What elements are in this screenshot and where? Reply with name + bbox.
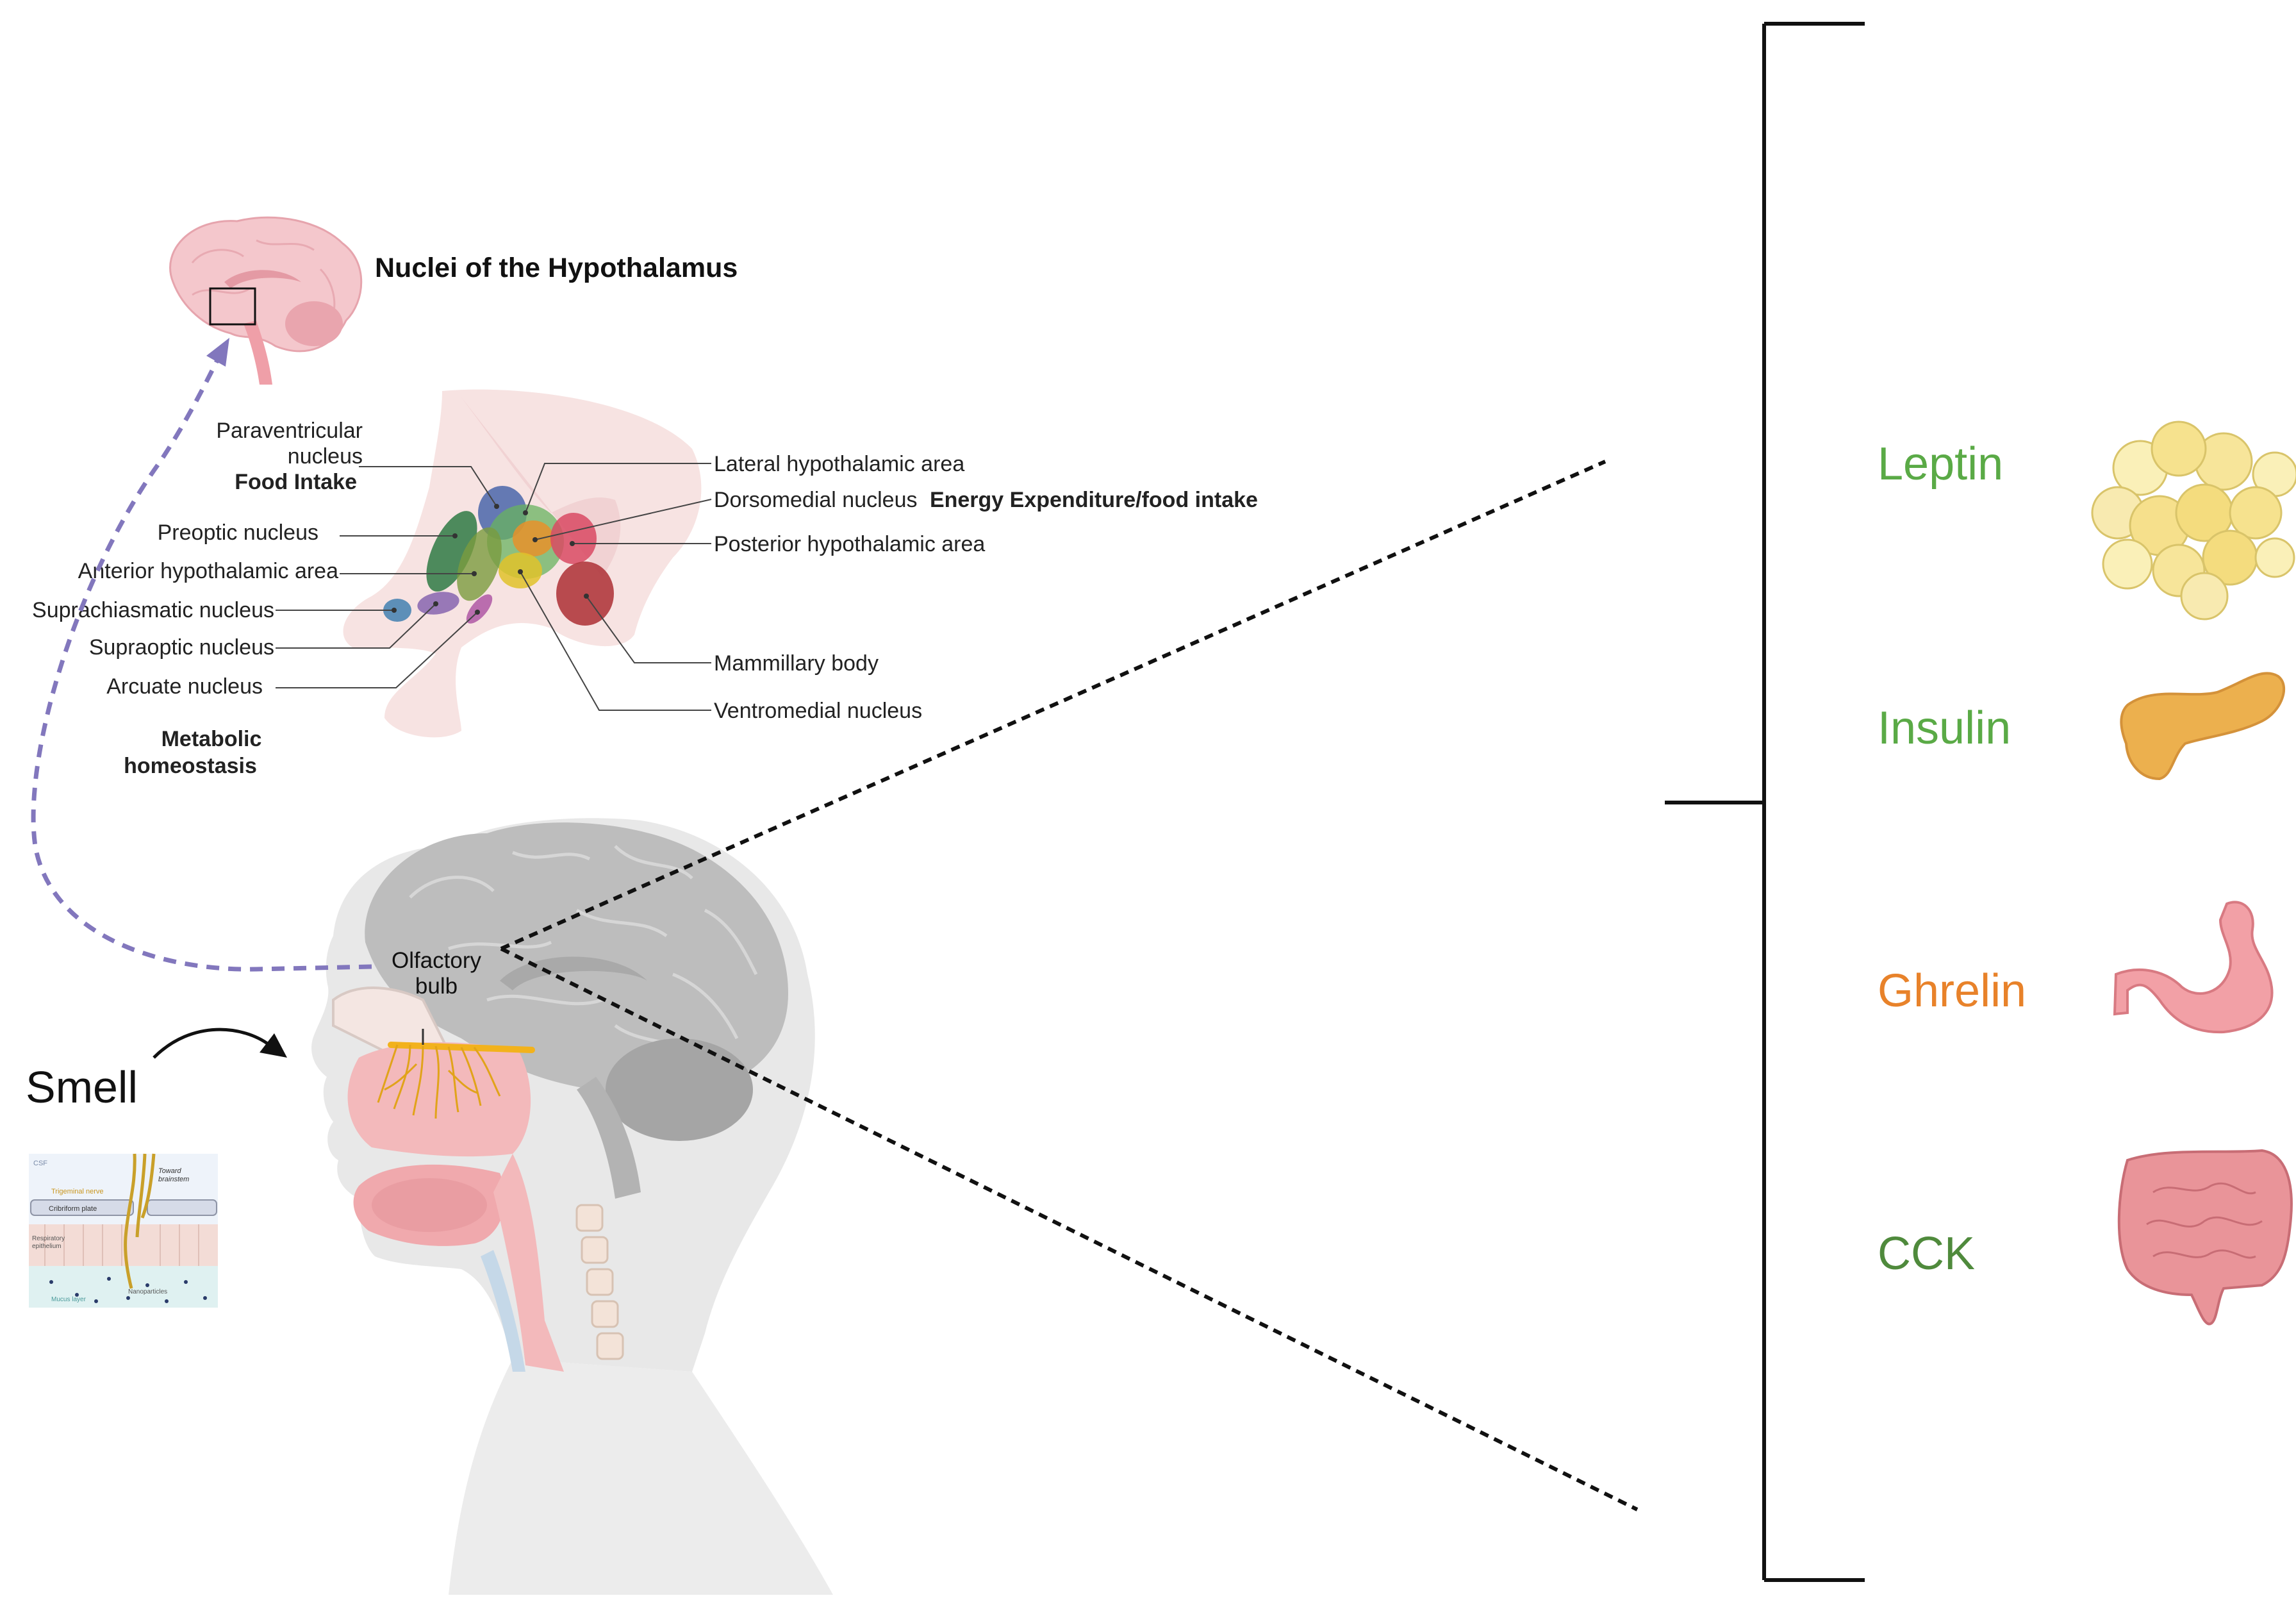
brain-icon (169, 216, 363, 385)
label-ventromedial: Ventromedial nucleus (714, 699, 922, 723)
hypothalamus-illustration (343, 389, 702, 738)
olfactory-nerve-icon (377, 1029, 535, 1119)
suprachiasmatic-nucleus-blob (383, 599, 411, 622)
hormone-ghrelin: Ghrelin (1878, 965, 2026, 1017)
posterior-hypothalamic-area-blob (550, 513, 597, 564)
olfactory-label: Olfactory (392, 948, 482, 973)
label-arcuate: Arcuate nucleus (106, 674, 263, 699)
label-anterior-hypothalamic: Anterior hypothalamic area (78, 559, 338, 583)
smell-label: Smell (26, 1062, 138, 1112)
olfactory-epithelium-inset: CSF Trigeminal nerve Toward brainstem Cr… (29, 1153, 218, 1308)
note-metabolic: Metabolic (161, 727, 262, 751)
olfactory-label-line2: bulb (415, 974, 458, 999)
stomach-icon (2113, 901, 2274, 1034)
note-homeostasis: homeostasis (124, 754, 257, 778)
head-illustration (311, 818, 833, 1595)
inset-label-nanoparticles: Nanoparticles (128, 1288, 167, 1295)
label-dorsomedial-line: Dorsomedial nucleus Energy Expenditure/f… (714, 488, 1258, 512)
label-posterior-hypothalamic: Posterior hypothalamic area (714, 532, 985, 556)
smell-arrow (153, 1028, 270, 1059)
inset-label-brainstem: brainstem (158, 1176, 189, 1183)
inset-label-epithelium: Respiratory (32, 1235, 65, 1242)
label-preoptic: Preoptic nucleus (158, 520, 318, 545)
label-paraventricular-line2: nucleus (288, 444, 363, 469)
hormone-cck: CCK (1878, 1228, 1975, 1279)
label-paraventricular: Paraventricular (216, 419, 363, 443)
inset-label-trigeminal: Trigeminal nerve (51, 1188, 104, 1195)
mammillary-body-blob (556, 562, 614, 626)
note-energy-expenditure: Energy Expenditure/food intake (930, 488, 1258, 512)
pancreas-icon (2120, 672, 2285, 781)
inset-label-mucus: Mucus layer (51, 1296, 87, 1303)
label-dorsomedial: Dorsomedial nucleus (714, 488, 918, 512)
intestine-icon (2117, 1149, 2293, 1326)
figure-title: Nuclei of the Hypothalamus (375, 253, 738, 283)
label-lateral-hypothalamic: Lateral hypothalamic area (714, 452, 964, 476)
label-mammillary: Mammillary body (714, 651, 879, 676)
hormone-leptin: Leptin (1878, 438, 2003, 490)
leader-lines (276, 463, 712, 711)
preoptic-nucleus-blob (426, 511, 477, 592)
label-suprachiasmatic: Suprachiasmatic nucleus (32, 598, 274, 622)
inset-label-cribriform: Cribriform plate (49, 1205, 97, 1213)
zoom-box (209, 287, 256, 326)
supraoptic-nucleus-blob (417, 592, 459, 615)
olfactory-to-hypothalamus-path (31, 358, 372, 972)
adipose-tissue-icon (2091, 420, 2296, 620)
arrow-head-icon (206, 338, 229, 367)
inset-label-csf: CSF (33, 1160, 47, 1167)
note-food-intake: Food Intake (235, 470, 357, 494)
anterior-hypothalamic-area-blob (457, 527, 502, 601)
zoom-lines (500, 460, 1639, 1511)
inset-label-epithelium-line2: epithelium (32, 1243, 62, 1250)
hormone-bracket (1665, 22, 1865, 1582)
smell-arrow-head-icon (260, 1033, 287, 1058)
hormone-insulin: Insulin (1878, 703, 2011, 754)
label-supraoptic: Supraoptic nucleus (89, 635, 274, 660)
inset-label-toward: Toward (158, 1167, 182, 1175)
